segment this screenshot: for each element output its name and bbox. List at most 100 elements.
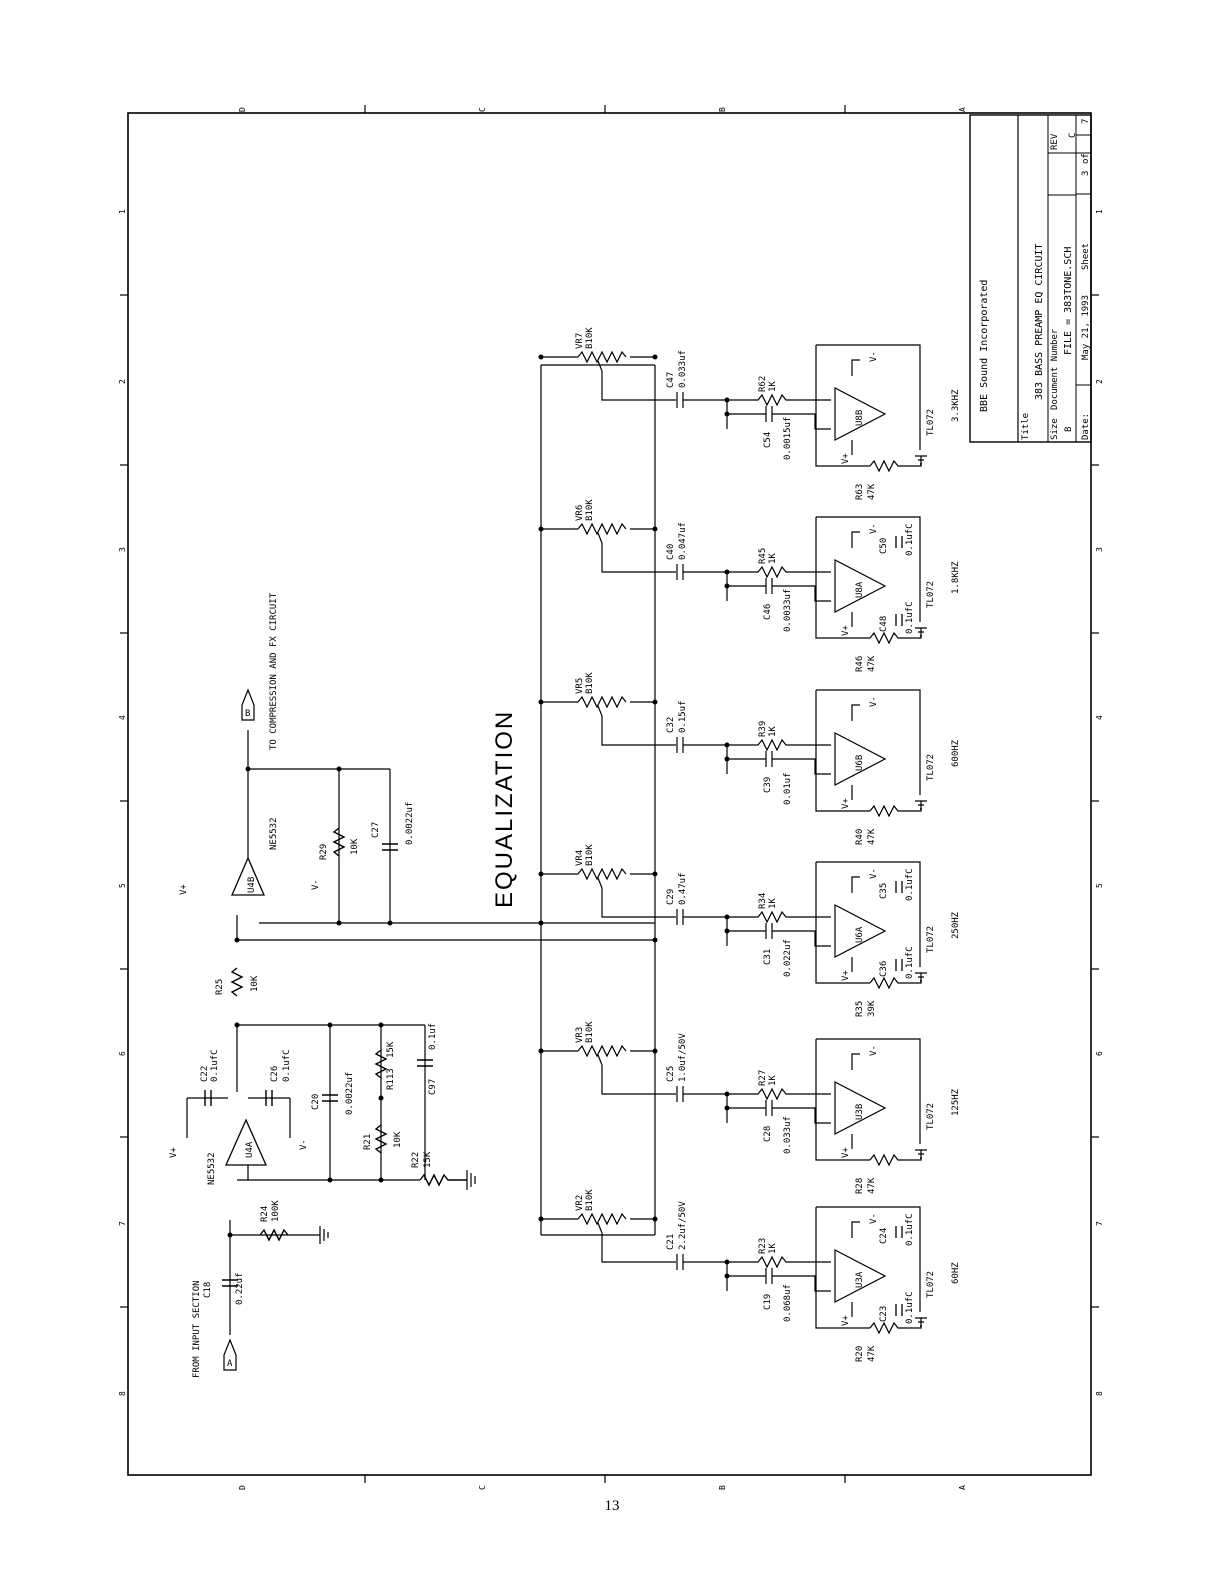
feedback-cap-value: 0.01uf [783, 772, 793, 805]
zone-letter-bottom-c: C [478, 1485, 487, 1490]
gain-resistor-symbol [869, 456, 922, 473]
band-vplus-label: V+ [841, 1147, 851, 1158]
zone-number-left-4: 4 [118, 715, 127, 720]
bypass-cap-value: 0.1ufC [905, 868, 915, 901]
file-name: FILE = 383TONE.SCH [1063, 247, 1074, 355]
cap-to-node [683, 744, 728, 774]
opamp-ref: U8A [855, 581, 865, 598]
drawing-title: 383 BASS PREAMP EQ CIRCUIT [1034, 243, 1045, 400]
wiper-lead [597, 705, 676, 746]
svg-text:0.22uf: 0.22uf [235, 1272, 245, 1305]
opamp-symbol [834, 904, 887, 958]
pot-resistor-symbol [577, 1044, 627, 1058]
u4a-vminus-label: V- [299, 1139, 309, 1150]
front-component-labels: C18 0.22uf R24 100K C22 0.1ufC C26 0.1uf… [169, 802, 438, 1305]
series-resistor-ref: R23 [758, 1238, 768, 1254]
band-wiring [541, 344, 927, 473]
pot-ref: VR7 [575, 333, 585, 349]
zone-letter-bottom-b: B [718, 1485, 727, 1490]
svg-text:U4A: U4A [245, 1141, 255, 1158]
zone-letter-top-b: B [718, 107, 727, 112]
feedback-cap-value: 0.033uf [783, 1116, 793, 1154]
series-resistor-value: 1K [768, 553, 778, 564]
bypass-cap-ref: C50 [879, 538, 889, 554]
pot-resistor-symbol [577, 522, 627, 536]
supply-leads [851, 1221, 860, 1317]
svg-text:0.0022uf: 0.0022uf [405, 802, 415, 845]
junction-dot [724, 1091, 730, 1097]
zone-number-left-8: 8 [118, 1391, 127, 1396]
zone-number-right-5: 5 [1095, 883, 1104, 888]
series-resistor-symbol [727, 738, 831, 752]
pot-value: B10K [585, 1021, 595, 1043]
svg-text:C18: C18 [203, 1282, 213, 1298]
svg-text:15K: 15K [386, 1041, 396, 1058]
u4a-vplus-label: V+ [169, 1147, 179, 1158]
svg-text:R29: R29 [319, 844, 329, 860]
opamp-frame [815, 1038, 921, 1161]
band-vplus-label: V+ [841, 1315, 851, 1326]
gain-resistor-symbol [869, 973, 922, 990]
svg-text:15K: 15K [423, 1151, 433, 1168]
feedback-cap-wiring [727, 1275, 831, 1292]
junction-dot [538, 1216, 544, 1222]
c27-capacitor-symbol [382, 843, 398, 851]
to-compression-label: TO COMPRESSION AND FX CIRCUIT [269, 592, 279, 750]
gain-resistor-ref: R40 [855, 829, 865, 845]
feedback-cap-wiring [727, 930, 831, 947]
series-resistor-value: 1K [768, 1075, 778, 1086]
cap-to-node [683, 1093, 728, 1123]
feedback-capacitor-symbol [765, 751, 773, 767]
feedback-cap-wiring [727, 413, 831, 430]
svg-text:C27: C27 [371, 822, 381, 838]
feedback-capacitor-symbol [765, 923, 773, 939]
series-resistor-value: 1K [768, 726, 778, 737]
band-frequency-label: 3.3KHZ [951, 389, 961, 422]
input-cap-ref: C29 [666, 889, 676, 905]
opamp-ref: U6A [855, 926, 865, 943]
opamp-ref: U6B [855, 755, 865, 771]
zone-number-left-3: 3 [118, 547, 127, 552]
band-frequency-label: 600HZ [951, 739, 961, 767]
band-vplus-label: V+ [841, 798, 851, 809]
svg-text:0.1ufC: 0.1ufC [282, 1049, 292, 1082]
svg-text:C97: C97 [428, 1079, 438, 1095]
cap-to-node [683, 1261, 728, 1291]
feedback-cap-ref: C28 [763, 1126, 773, 1142]
opamp-part: TL072 [926, 754, 936, 781]
band-wiring [541, 689, 927, 818]
input-connector-a: A [223, 1338, 237, 1371]
feedback-cap-value: 0.0033uf [783, 589, 793, 632]
rev-label: REV [1050, 133, 1060, 150]
bypass-cap-value: 0.1ufC [905, 523, 915, 556]
bypass-capacitor-symbol [895, 959, 903, 971]
pot-ref: VR5 [575, 678, 585, 694]
svg-text:R25: R25 [215, 979, 225, 995]
wiper-lead [597, 1222, 676, 1263]
output-connector-b: B [241, 688, 255, 721]
series-resistor-ref: R34 [758, 893, 768, 909]
zone-number-right-6: 6 [1095, 1051, 1104, 1056]
gain-resistor-value: 47K [867, 1177, 877, 1194]
pot-value: B10K [585, 844, 595, 866]
junction-dot [652, 1048, 658, 1054]
gain-resistor-value: 47K [867, 483, 877, 500]
junction-dot [724, 1259, 730, 1265]
svg-text:R24: R24 [260, 1206, 270, 1222]
sheet-label: Sheet [1081, 243, 1091, 270]
junction-dot [652, 1216, 658, 1222]
wiper-lead [597, 532, 676, 573]
junction-dot [538, 699, 544, 705]
series-resistor-value: 1K [768, 381, 778, 392]
bypass-capacitor-symbol [895, 881, 903, 893]
gain-resistor-value: 39K [867, 1000, 877, 1017]
band-wiring [541, 1206, 927, 1335]
gain-resistor-value: 47K [867, 828, 877, 845]
front-components: A B U4B N [204, 688, 658, 1371]
svg-text:0.1ufC: 0.1ufC [210, 1049, 220, 1082]
